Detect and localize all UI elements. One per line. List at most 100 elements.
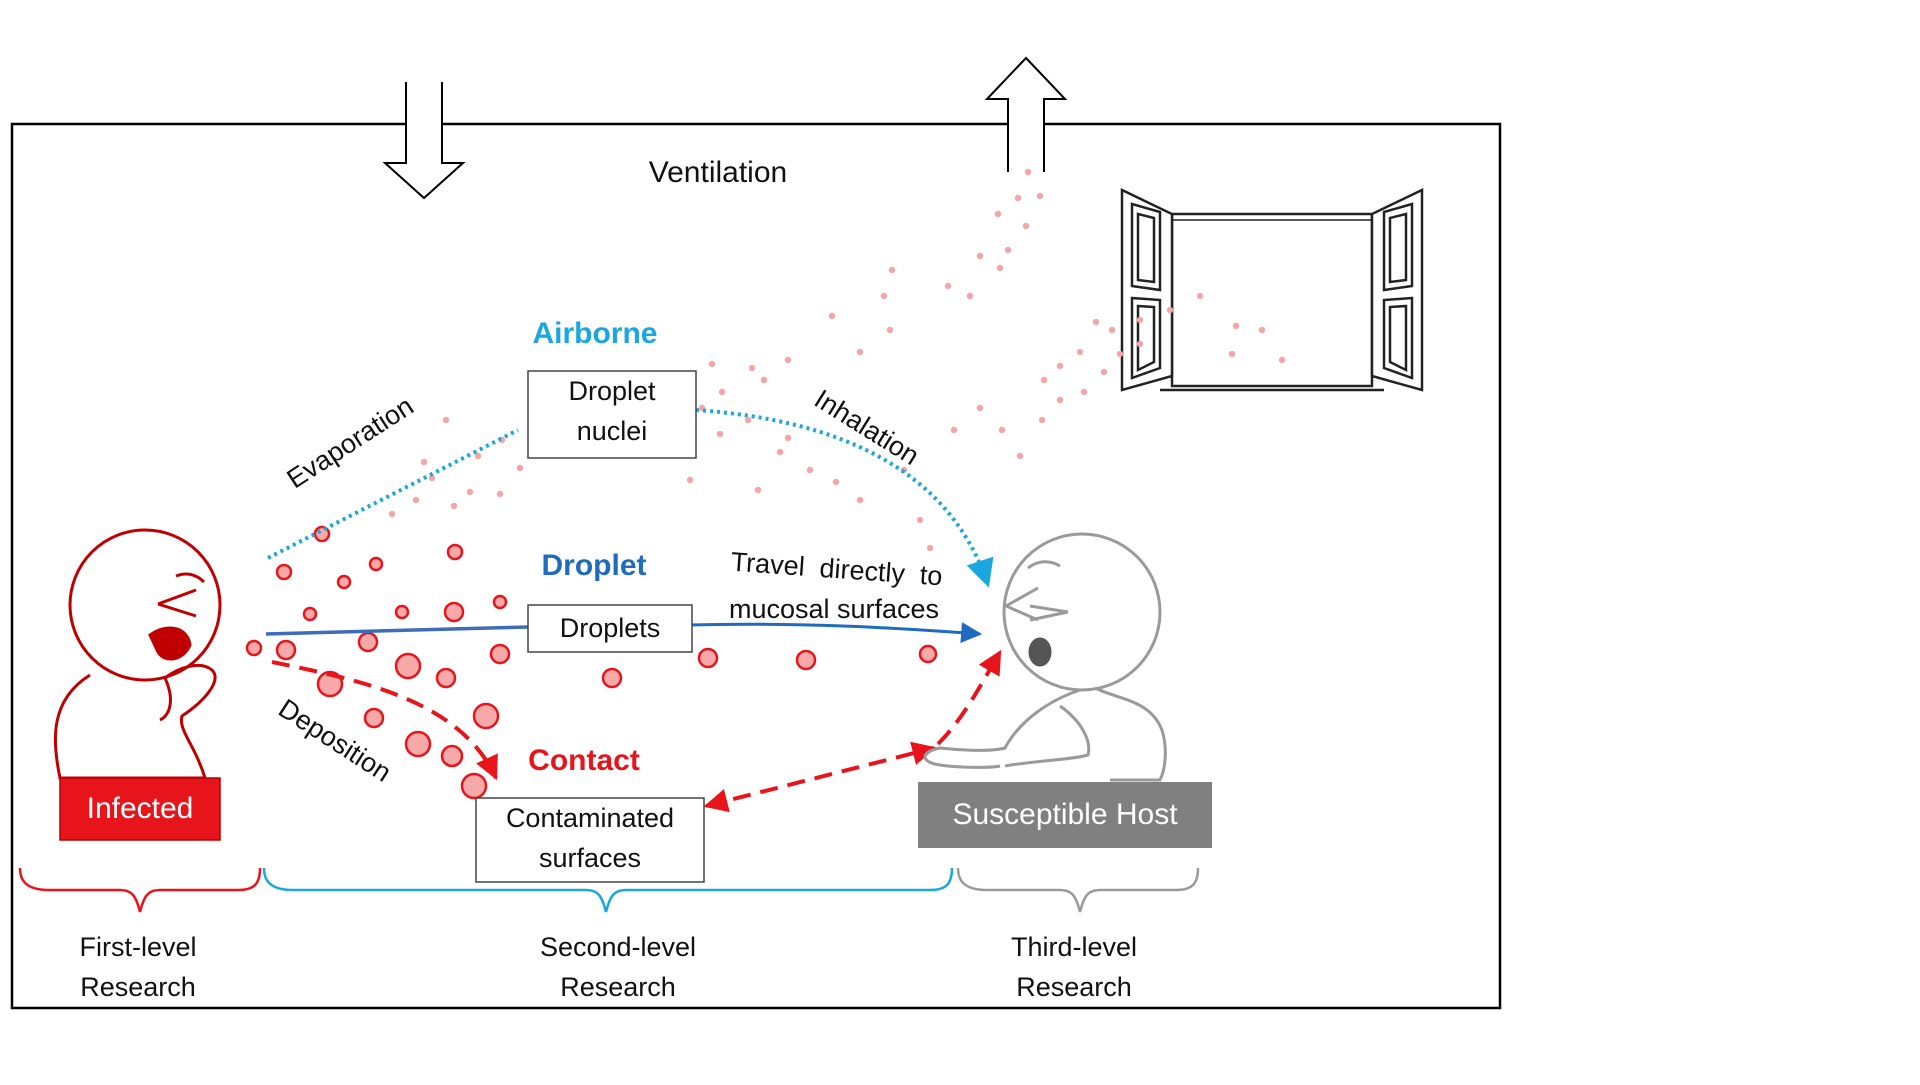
droplet-particle — [918, 644, 938, 664]
airborne-particle — [466, 488, 474, 496]
airborne-particle — [806, 466, 814, 474]
airborne-particle — [744, 416, 752, 424]
airborne-particle — [944, 282, 952, 290]
airborne-particle — [1056, 396, 1064, 404]
airborne-particle — [1108, 326, 1116, 334]
deposition-label: Deposition — [273, 693, 396, 788]
airborne-particle — [1040, 376, 1048, 384]
susceptible-host-label: Susceptible Host — [952, 798, 1178, 831]
third-level-label-line2: Research — [1016, 972, 1132, 1002]
airborne-particle — [474, 452, 482, 460]
airborne-particle — [776, 448, 784, 456]
airborne-particle — [996, 264, 1004, 272]
susceptible-host-icon — [923, 532, 1167, 782]
droplet-particle — [245, 639, 263, 657]
airborne-particle — [828, 312, 836, 320]
airborne-particle — [1196, 292, 1204, 300]
second-level-brace — [262, 867, 954, 913]
airborne-particle — [1136, 340, 1144, 348]
second-level-label-line1: Second-level — [540, 932, 696, 962]
droplet-particle — [435, 667, 457, 689]
airborne-particle — [916, 516, 924, 524]
droplet-nuclei-box: Droplet nuclei — [527, 370, 697, 459]
airborne-particle — [1232, 322, 1240, 330]
droplet-particle — [460, 772, 488, 800]
second-level-label-line2: Research — [560, 972, 676, 1002]
ventilation-in-arrow-icon — [382, 82, 466, 200]
infected-person-icon — [53, 528, 222, 780]
droplet-particle — [440, 744, 464, 768]
airborne-particle — [1076, 348, 1084, 356]
evaporation-path — [267, 428, 519, 560]
airborne-particle — [832, 478, 840, 486]
first-level-label-line2: Research — [80, 972, 196, 1002]
svg-text:nuclei: nuclei — [577, 416, 648, 446]
hand-to-face-path — [936, 649, 1002, 746]
airborne-particle — [994, 210, 1002, 218]
airborne-particle — [998, 426, 1006, 434]
droplet-particle — [601, 667, 623, 689]
room-frame — [10, 122, 1502, 1010]
airborne-particle — [784, 356, 792, 364]
svg-text:surfaces: surfaces — [539, 843, 641, 873]
airborne-particle — [784, 434, 792, 442]
airborne-particles — [388, 168, 1286, 552]
droplet-particle — [275, 563, 293, 581]
airborne-particle — [1228, 350, 1236, 358]
droplets-box: Droplets — [527, 604, 693, 653]
window-icon — [1120, 188, 1424, 392]
travel-label-line1: Travel directly to — [730, 547, 944, 592]
airborne-particle — [1136, 316, 1144, 324]
airborne-particle — [388, 510, 396, 518]
contaminated-surfaces-box: Contaminated surfaces — [475, 797, 705, 883]
droplet-particle — [357, 631, 379, 653]
ventilation-label: Ventilation — [649, 156, 787, 189]
airborne-particle — [950, 426, 958, 434]
airborne-heading: Airborne — [532, 317, 657, 350]
droplet-particle — [492, 594, 508, 610]
droplet-heading: Droplet — [542, 549, 647, 582]
airborne-particle — [1036, 192, 1044, 200]
droplet-particle — [302, 606, 318, 622]
svg-text:Droplets: Droplets — [560, 613, 661, 643]
droplet-path-left — [265, 625, 529, 636]
droplet-particle — [443, 601, 465, 623]
airborne-particle — [1004, 246, 1012, 254]
contact-heading: Contact — [528, 744, 640, 777]
droplet-particle — [795, 649, 817, 671]
droplet-particles — [245, 525, 938, 800]
airborne-particle — [1038, 416, 1046, 424]
droplet-path-right — [687, 622, 983, 644]
airborne-particle — [1278, 356, 1286, 364]
airborne-particle — [718, 388, 726, 396]
airborne-particle — [976, 404, 984, 412]
infected-label: Infected — [87, 792, 194, 825]
third-level-brace — [956, 867, 1200, 913]
airborne-particle — [412, 496, 420, 504]
evaporation-label: Evaporation — [281, 391, 418, 495]
airborne-particle — [1092, 318, 1100, 326]
susceptible-host-badge — [918, 782, 1212, 848]
svg-text:Contaminated: Contaminated — [506, 803, 674, 833]
airborne-particle — [1116, 350, 1124, 358]
ventilation-out-arrow-icon — [984, 56, 1068, 172]
airborne-particle — [1080, 388, 1088, 396]
airborne-particle — [1100, 368, 1108, 376]
droplet-particle — [404, 730, 432, 758]
airborne-particle — [496, 490, 504, 498]
airborne-particle — [450, 502, 458, 510]
airborne-particle — [420, 458, 428, 466]
droplet-particle — [336, 574, 352, 590]
airborne-particle — [516, 464, 524, 472]
airborne-particle — [856, 496, 864, 504]
droplet-particle — [489, 643, 511, 665]
surface-to-host-path — [703, 741, 937, 813]
airborne-particle — [888, 266, 896, 274]
airborne-particle — [428, 474, 436, 482]
airborne-particle — [926, 544, 934, 552]
airborne-particle — [1056, 362, 1064, 370]
airborne-particle — [1024, 168, 1032, 176]
airborne-particle — [966, 292, 974, 300]
inhalation-path — [695, 408, 994, 588]
airborne-particle — [856, 348, 864, 356]
